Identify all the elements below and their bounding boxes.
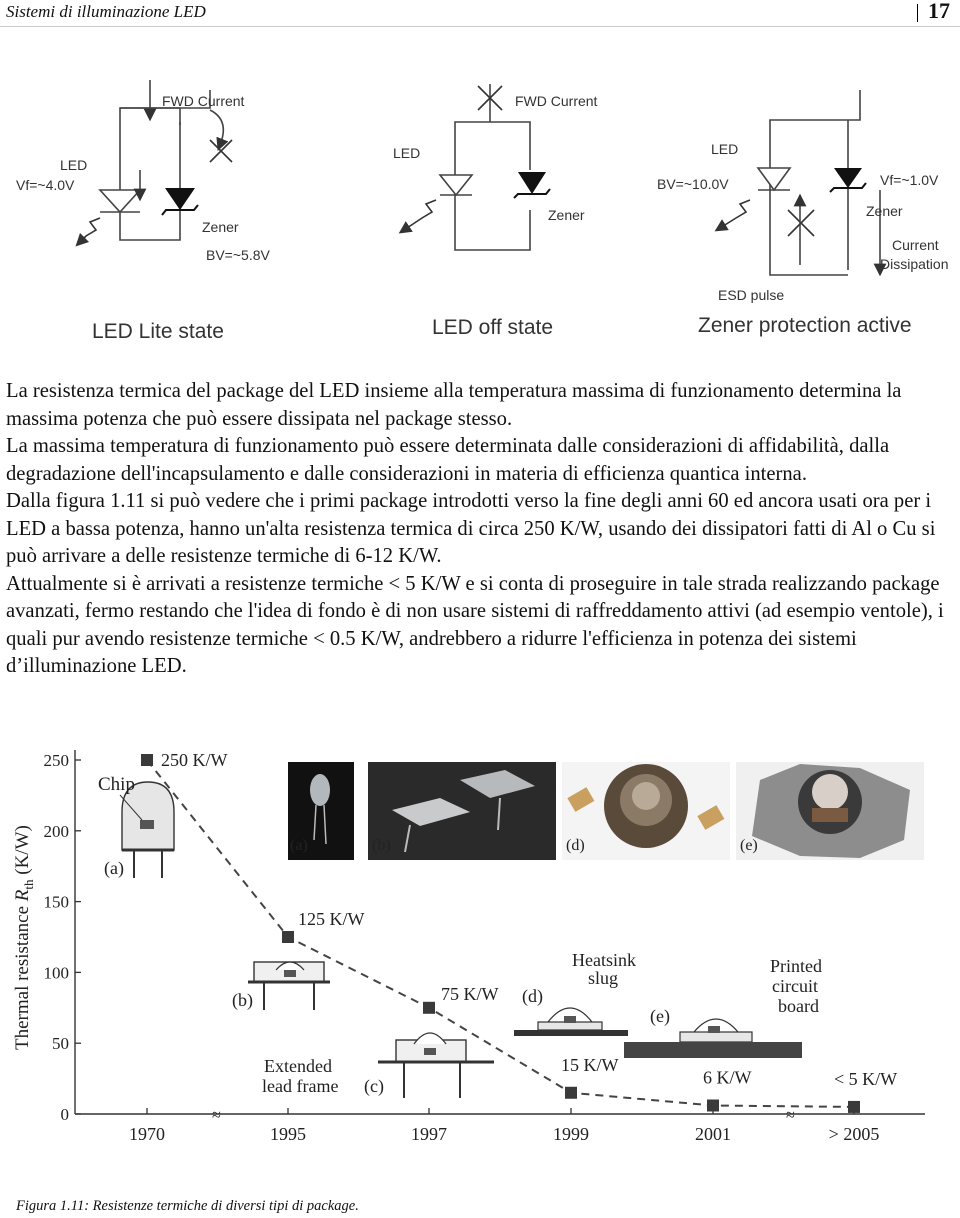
figure-caption: Figura 1.11: Resistenze termiche di dive…: [16, 1198, 359, 1214]
body-text: La resistenza termica del package del LE…: [6, 378, 946, 681]
header-rule: [0, 26, 960, 27]
current-label: Current: [892, 237, 939, 253]
thermal-resistance-chart: ≈ ≈ 0 50 100 150 200 250 1970 1995 1997 1999 2001…: [0, 740, 960, 1160]
package-a-label: (a): [104, 858, 124, 879]
pcb-label-3: board: [778, 996, 819, 1016]
data-label: 125 K/W: [298, 909, 365, 929]
zener-bv-label: BV=~5.8V: [206, 247, 270, 263]
x-tick-label: 1970: [129, 1124, 165, 1144]
data-point: [423, 1001, 435, 1014]
x-tick-label: 1995: [270, 1124, 306, 1144]
slug-label: slug: [588, 968, 618, 988]
package-e-drawing: (e) Printed circuit board: [624, 956, 822, 1058]
y-tick-label: 50: [52, 1034, 69, 1053]
x-tick-label: > 2005: [829, 1124, 880, 1144]
package-a-drawing: Chip (a): [98, 774, 175, 879]
package-d-drawing: Heatsink slug (d): [514, 950, 636, 1036]
photo-label-a: (a): [290, 837, 308, 854]
light-emission-arrow: [398, 199, 437, 234]
photo-label-d: (d): [566, 837, 585, 854]
package-c-drawing: Extended lead frame (c): [262, 1032, 494, 1098]
y-tick-label: 100: [44, 963, 70, 982]
data-point: [282, 931, 294, 943]
zener-label: Zener: [202, 219, 239, 235]
led-label: LED: [393, 145, 420, 161]
dissipation-label: Dissipation: [880, 256, 948, 272]
data-point: [141, 754, 153, 766]
y-tick-label: 150: [44, 893, 70, 912]
state-label: Zener protection active: [698, 314, 912, 337]
zener-label: Zener: [866, 203, 903, 219]
paragraph: Attualmente si è arrivati a resistenze t…: [6, 572, 944, 678]
led-label: LED: [711, 141, 738, 157]
led-diode-symbol: [756, 167, 792, 192]
led-bv-label: BV=~10.0V: [657, 176, 729, 192]
circuit-panel-zener: LED BV=~10.0V Vf=~1.0V Zener Current Dis…: [657, 90, 948, 337]
paragraph: La resistenza termica del package del LE…: [6, 380, 902, 430]
led-zener-circuit-figure: LED Vf=~4.0V FWD Current Zener BV=~5.8V …: [16, 80, 948, 343]
package-c-label: (c): [364, 1076, 384, 1097]
pcb-label-1: Printed: [770, 956, 822, 976]
x-tick-label: 2001: [695, 1124, 731, 1144]
fwd-current-label: FWD Current: [162, 93, 245, 109]
photo-label-e: (e): [740, 837, 758, 854]
state-label: LED off state: [432, 316, 553, 339]
zener-diode-symbol: [165, 188, 195, 210]
data-label: 6 K/W: [703, 1068, 752, 1088]
photo-label-b: (b): [372, 837, 391, 854]
zener-label: Zener: [548, 207, 585, 223]
led-vf-label: Vf=~4.0V: [16, 177, 75, 193]
package-b-label: (b): [232, 990, 253, 1011]
heatsink-label: Heatsink: [572, 950, 636, 970]
zener-diode-symbol: [834, 168, 862, 188]
data-point: [707, 1099, 719, 1112]
state-label: LED Lite state: [92, 320, 224, 343]
data-point: [848, 1100, 860, 1113]
led-diode-symbol: [438, 174, 474, 197]
led-diode-symbol: [98, 189, 142, 214]
page-header: Sistemi di illuminazione LED 17: [0, 0, 960, 28]
circuit-panel-off: LED FWD Current Zener LED off state: [393, 84, 598, 339]
data-label: 15 K/W: [561, 1055, 619, 1075]
y-tick-label: 0: [61, 1105, 70, 1124]
y-tick-label: 250: [44, 751, 70, 770]
zener-diode-symbol: [518, 172, 546, 194]
lead-frame-label: lead frame: [262, 1076, 338, 1096]
light-emission-arrow: [75, 217, 101, 247]
paragraph: Dalla figura 1.11 si può vedere che i pr…: [6, 490, 936, 567]
pcb-label-2: circuit: [772, 976, 818, 996]
data-point: [565, 1086, 577, 1099]
esd-pulse-label: ESD pulse: [718, 287, 784, 303]
axis-break: ≈: [786, 1107, 795, 1124]
package-b-drawing: (b): [232, 961, 330, 1011]
circuit-panel-lite: LED Vf=~4.0V FWD Current Zener BV=~5.8V …: [16, 80, 270, 343]
fwd-current-label: FWD Current: [515, 93, 598, 109]
package-d-label: (d): [522, 986, 543, 1007]
running-title: Sistemi di illuminazione LED: [6, 2, 206, 21]
chip-label: Chip: [98, 774, 135, 795]
axis-break: ≈: [212, 1107, 221, 1124]
data-label: 250 K/W: [161, 750, 228, 770]
package-photos: (a) (b) (d) (e): [288, 762, 924, 860]
data-label: < 5 K/W: [834, 1069, 897, 1089]
package-e-label: (e): [650, 1006, 670, 1027]
x-tick-label: 1999: [553, 1124, 589, 1144]
page-number: 17: [928, 0, 950, 23]
x-tick-label: 1997: [411, 1124, 447, 1144]
extended-label: Extended: [264, 1056, 332, 1076]
y-tick-label: 200: [44, 822, 70, 841]
data-label: 75 K/W: [441, 984, 499, 1004]
y-axis-label: Thermal resistance Rth (K/W): [12, 825, 36, 1050]
light-emission-arrow: [714, 199, 751, 232]
zener-vf-label: Vf=~1.0V: [880, 172, 939, 188]
paragraph: La massima temperatura di funzionamento …: [6, 435, 890, 485]
data-line: [146, 759, 855, 1108]
led-label: LED: [60, 157, 87, 173]
header-separator: [917, 4, 918, 22]
